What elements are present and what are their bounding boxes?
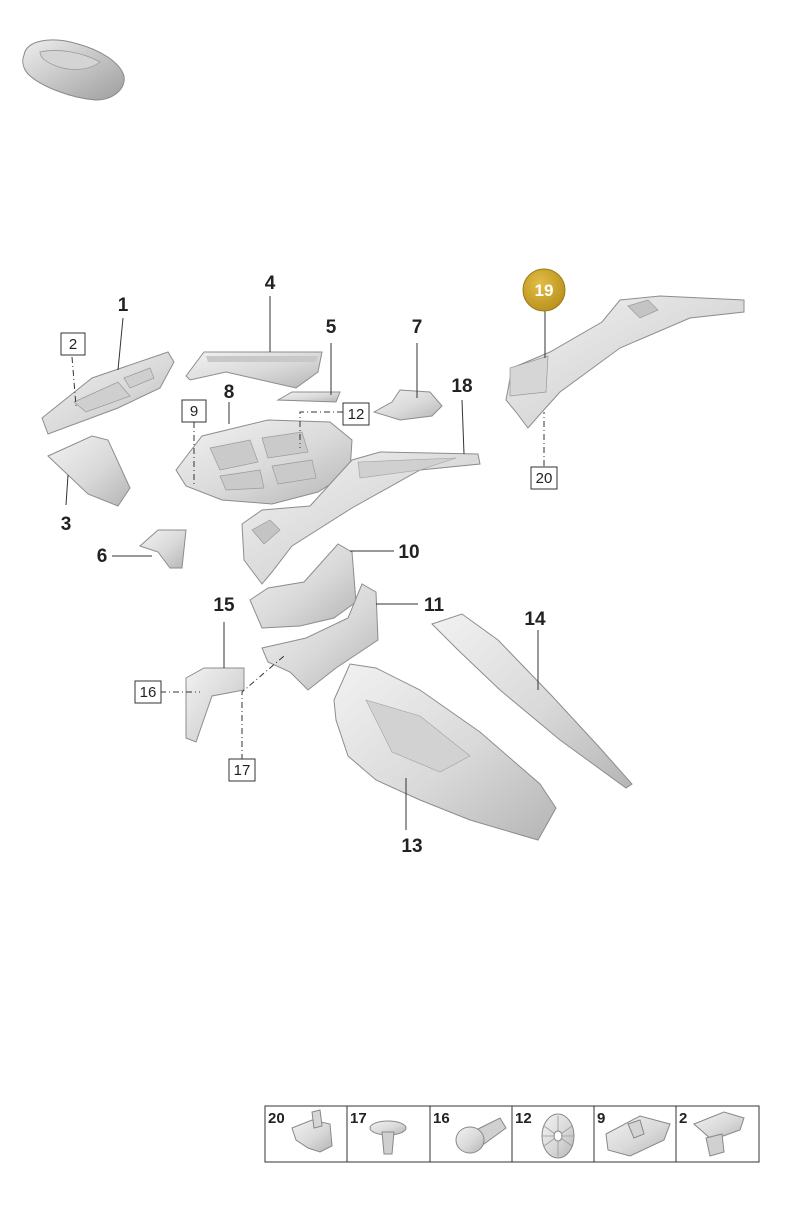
callout-17: 17	[234, 762, 251, 779]
star-washer-icon	[541, 1113, 575, 1159]
part-1[interactable]	[41, 351, 175, 435]
fastener-table: 20 17 16 12	[264, 1105, 760, 1163]
part-14[interactable]	[431, 613, 633, 789]
fastener-cell-16[interactable]: 16	[433, 1110, 507, 1154]
callout-11[interactable]: 11	[424, 595, 445, 616]
callout-1[interactable]: 1	[118, 295, 129, 316]
callout-8[interactable]: 8	[224, 382, 235, 403]
vehicle-thumbnail-icon	[22, 39, 125, 101]
part-19[interactable]	[505, 295, 745, 429]
callout-10[interactable]: 10	[398, 542, 419, 563]
callout-highlight-19[interactable]: 19	[522, 268, 566, 312]
part-3[interactable]	[47, 435, 131, 507]
callout-2: 2	[69, 336, 77, 353]
callout-box-12[interactable]: 12	[342, 402, 370, 426]
part-11[interactable]	[261, 583, 379, 691]
callout-20: 20	[536, 470, 553, 487]
callout-box-17[interactable]: 17	[228, 758, 256, 782]
clip-icon	[291, 1109, 333, 1153]
fastener-cell-2[interactable]: 2	[679, 1110, 745, 1157]
part-6[interactable]	[139, 529, 187, 569]
callout-box-20[interactable]: 20	[530, 466, 558, 490]
callout-box-16[interactable]: 16	[134, 680, 162, 704]
callout-18[interactable]: 18	[451, 376, 472, 397]
callout-6[interactable]: 6	[97, 546, 108, 567]
callout-9: 9	[190, 403, 198, 420]
callout-16: 16	[140, 684, 157, 701]
part-15[interactable]	[185, 667, 245, 743]
callout-13[interactable]: 13	[401, 836, 422, 857]
part-18[interactable]	[241, 451, 481, 585]
part-4[interactable]	[185, 351, 323, 389]
fastener-cell-12[interactable]: 12	[515, 1110, 575, 1159]
part-8[interactable]	[175, 419, 353, 505]
part-10[interactable]	[249, 543, 357, 629]
callout-14[interactable]: 14	[524, 609, 546, 630]
leader-lines	[65, 296, 546, 830]
callout-19: 19	[535, 281, 554, 300]
fastener-label-20: 20	[268, 1110, 285, 1127]
fastener-label-16: 16	[433, 1110, 450, 1127]
reference-lines	[71, 356, 545, 760]
push-rivet-icon	[369, 1120, 407, 1155]
fastener-label-17: 17	[350, 1110, 367, 1127]
part-7[interactable]	[372, 389, 443, 421]
callout-12: 12	[348, 406, 365, 423]
fastener-cell-20[interactable]: 20	[268, 1109, 333, 1153]
fastener-cell-9[interactable]: 9	[597, 1110, 671, 1157]
part-5[interactable]	[276, 391, 341, 403]
callout-5[interactable]: 5	[326, 317, 337, 338]
round-plug-icon	[455, 1117, 507, 1154]
part-13[interactable]	[333, 663, 557, 841]
fastener-label-12: 12	[515, 1110, 532, 1127]
expansion-clip-icon	[693, 1111, 745, 1157]
callout-box-9[interactable]: 9	[181, 399, 207, 423]
fastener-label-2: 2	[679, 1110, 687, 1127]
callout-4[interactable]: 4	[265, 273, 276, 294]
callout-7[interactable]: 7	[412, 317, 423, 338]
callout-15[interactable]: 15	[213, 595, 235, 616]
fastener-cell-17[interactable]: 17	[350, 1110, 407, 1155]
adhesive-pad-icon	[605, 1115, 671, 1157]
callout-box-2[interactable]: 2	[60, 332, 86, 356]
fastener-label-9: 9	[597, 1110, 605, 1127]
callout-3[interactable]: 3	[61, 514, 72, 535]
